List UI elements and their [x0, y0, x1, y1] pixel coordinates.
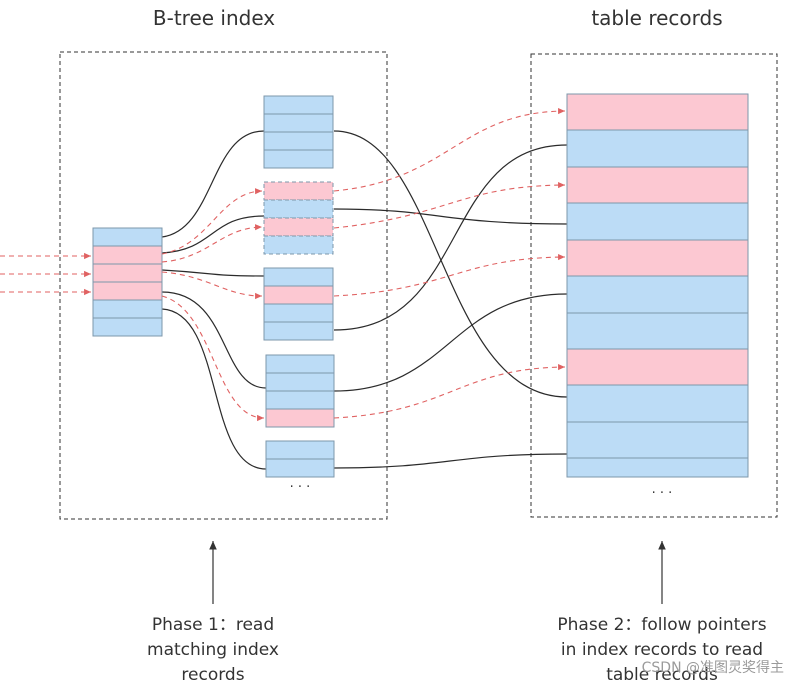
leaf2-cell-2 [263, 199, 334, 219]
node4-to-table [333, 293, 568, 392]
root-cell-2 [92, 245, 163, 265]
node1-to-table [333, 130, 568, 398]
root-cell-4 [92, 281, 163, 301]
root-to-node4 [161, 291, 267, 389]
table-ellipsis: . . . [652, 482, 673, 497]
leaf2-cell-1 [263, 181, 334, 201]
leaf-node-5 [265, 440, 335, 478]
root-to-leaf3 [161, 271, 263, 300]
pointer-lines [161, 130, 568, 470]
leaf-node-4 [265, 354, 335, 428]
phase2-caption-line3: table records [606, 665, 718, 685]
phase1-caption-line3: records [181, 665, 244, 685]
table-title: table records [591, 6, 722, 30]
leaf5-cell-1 [265, 440, 335, 460]
root-cell-5 [92, 299, 163, 319]
phase2-caption-line2: in index records to read [561, 640, 763, 660]
watermark: CSDN @准图灵奖得主 [642, 659, 784, 676]
leaf3-cell-4 [263, 321, 334, 341]
leaf1-cell-2 [263, 113, 334, 133]
table-frame [530, 53, 778, 518]
root-to-node5 [161, 308, 267, 470]
record-5 [566, 239, 749, 277]
record-3 [566, 166, 749, 204]
root-to-node3 [161, 269, 265, 277]
node3-to-table [333, 144, 568, 331]
leaf4-cell-4 [265, 408, 335, 428]
matched-arrows [0, 107, 566, 422]
index-title: B-tree index [153, 6, 275, 30]
root-cell-3 [92, 263, 163, 283]
leaf5-cell-2 [265, 458, 335, 478]
node5-to-table [333, 453, 568, 469]
leaf4-cell-1 [265, 354, 335, 374]
index-ellipsis: . . . [290, 476, 311, 491]
record-7 [566, 312, 749, 350]
record-2 [566, 129, 749, 168]
leaf4-cell-3 [265, 390, 335, 410]
record-4 [566, 202, 749, 241]
table-records [566, 93, 749, 478]
leaf2b-to-record3 [333, 181, 566, 229]
root-to-leaf2-a [161, 188, 263, 255]
leaf-node-2 [263, 181, 334, 255]
record-6 [566, 275, 749, 314]
index-frame [59, 51, 388, 520]
leaf2-cell-4 [263, 235, 334, 255]
leaf4-cell-2 [265, 372, 335, 392]
phase1-caption-line1: Phase 1：read [152, 615, 274, 635]
leaf3-cell-2 [263, 285, 334, 305]
leaf3-cell-1 [263, 267, 334, 287]
leaf-node-1 [263, 95, 334, 169]
root-cell-6 [92, 317, 163, 337]
root-to-node2 [161, 215, 265, 254]
node2-to-table [333, 208, 568, 225]
record-9 [566, 384, 749, 423]
leaf2a-to-record1 [333, 107, 566, 192]
leaf1-cell-3 [263, 131, 334, 151]
root-index-node [92, 227, 163, 337]
leaf1-cell-4 [263, 149, 334, 169]
record-8 [566, 348, 749, 386]
root-to-node1 [161, 130, 265, 238]
phase2-caption-line1: Phase 2：follow pointers [557, 615, 766, 635]
root-cell-1 [92, 227, 163, 247]
record-11 [566, 457, 749, 478]
leaf4-to-record8 [333, 363, 566, 419]
leaf2-cell-3 [263, 217, 334, 237]
leaf1-cell-1 [263, 95, 334, 115]
root-to-leaf4 [161, 295, 265, 422]
leaf3-cell-3 [263, 303, 334, 323]
record-10 [566, 421, 749, 459]
phase1-caption-line2: matching index [147, 640, 279, 660]
leaf-node-3 [263, 267, 334, 341]
leaf3-to-record5 [333, 253, 566, 297]
record-1 [566, 93, 749, 131]
root-to-leaf2-b [161, 224, 263, 263]
